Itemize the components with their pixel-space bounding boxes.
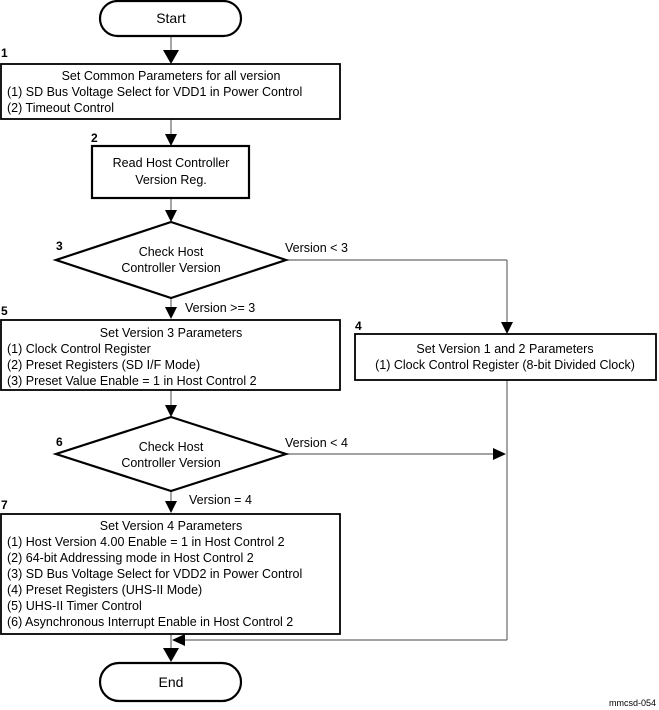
step1-title: Set Common Parameters for all version — [62, 69, 281, 83]
arrow-to-step6 — [165, 405, 177, 417]
step4-title: Set Version 1 and 2 Parameters — [416, 342, 593, 356]
step3-branch-down: Version >= 3 — [185, 301, 255, 315]
step7-line-1: (1) Host Version 4.00 Enable = 1 in Host… — [7, 535, 285, 549]
step6-branch-down: Version = 4 — [189, 493, 252, 507]
step6-branch-right: Version < 4 — [285, 436, 348, 450]
figure-id: mmcsd-054 — [609, 698, 656, 708]
arrow-to-end — [163, 648, 179, 662]
step4-line-1: (1) Clock Control Register (8-bit Divide… — [375, 358, 635, 372]
step4-process: 4 Set Version 1 and 2 Parameters (1) Clo… — [354, 319, 657, 381]
step5-process: 5 Set Version 3 Parameters (1) Clock Con… — [0, 304, 341, 391]
step6-number: 6 — [56, 435, 63, 449]
end-terminal: End — [98, 661, 243, 703]
step3-number: 3 — [56, 239, 63, 253]
step7-line-5: (5) UHS-II Timer Control — [7, 599, 142, 613]
step5-line-1: (1) Clock Control Register — [7, 342, 151, 356]
step6-line-1: Check Host — [139, 440, 204, 454]
step5-title: Set Version 3 Parameters — [100, 326, 242, 340]
step6-line-2: Controller Version — [121, 456, 220, 470]
step4-number: 4 — [355, 319, 362, 333]
start-terminal: Start — [98, 0, 243, 38]
step2-process: 2 Read Host Controller Version Reg. — [90, 131, 251, 200]
step1-process: 1 Set Common Parameters for all version … — [0, 46, 341, 120]
step2-line-1: Read Host Controller — [113, 156, 230, 170]
connectors — [170, 36, 508, 648]
arrow-to-step2 — [165, 134, 177, 146]
step3-line-1: Check Host — [139, 245, 204, 259]
step7-title: Set Version 4 Parameters — [100, 519, 242, 533]
step7-line-2: (2) 64-bit Addressing mode in Host Contr… — [7, 551, 254, 565]
step7-line-4: (4) Preset Registers (UHS-II Mode) — [7, 583, 202, 597]
step7-number: 7 — [1, 498, 8, 512]
end-label: End — [159, 674, 184, 690]
arrow-to-step7 — [165, 501, 177, 513]
step2-number: 2 — [91, 131, 98, 145]
arrow-merge-left — [172, 634, 185, 646]
arrowheads — [163, 50, 513, 662]
step3-branch-right: Version < 3 — [285, 241, 348, 255]
step7-process: 7 Set Version 4 Parameters (1) Host Vers… — [0, 498, 341, 635]
step1-number: 1 — [1, 46, 8, 60]
start-label: Start — [156, 10, 186, 26]
step7-line-6: (6) Asynchronous Interrupt Enable in Hos… — [7, 615, 293, 629]
step5-number: 5 — [1, 304, 8, 318]
step2-line-2: Version Reg. — [135, 173, 207, 187]
step5-line-3: (3) Preset Value Enable = 1 in Host Cont… — [7, 374, 257, 388]
step7-line-3: (3) SD Bus Voltage Select for VDD2 in Po… — [7, 567, 302, 581]
arrow-to-step1 — [163, 50, 179, 64]
step1-line-2: (2) Timeout Control — [7, 101, 114, 115]
arrow-to-step5 — [165, 307, 177, 319]
step3-line-2: Controller Version — [121, 261, 220, 275]
arrow-version-lt4 — [493, 448, 506, 460]
step3-decision: 3 Check Host Controller Version Version … — [52, 220, 348, 315]
step1-line-1: (1) SD Bus Voltage Select for VDD1 in Po… — [7, 85, 302, 99]
arrow-to-step4 — [501, 322, 513, 334]
step6-decision: 6 Check Host Controller Version Version … — [52, 415, 348, 507]
arrow-to-step3 — [165, 210, 177, 222]
step5-line-2: (2) Preset Registers (SD I/F Mode) — [7, 358, 200, 372]
